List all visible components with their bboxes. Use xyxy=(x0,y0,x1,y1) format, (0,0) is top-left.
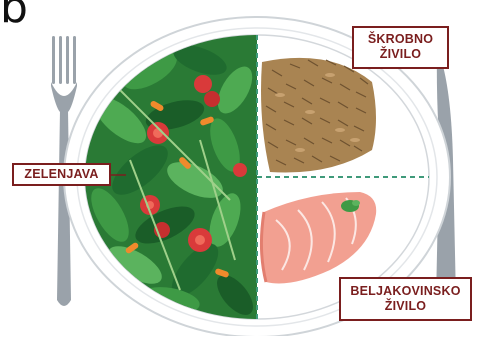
label-protein-line2: ŽIVILO xyxy=(341,299,470,314)
label-protein-food: BELJAKOVINSKO ŽIVILO xyxy=(339,277,472,321)
label-starch-food: ŠKROBNO ŽIVILO xyxy=(352,26,449,69)
panel-letter: b xyxy=(0,0,28,30)
label-starch-line2: ŽIVILO xyxy=(354,47,447,62)
label-vegetables-text: ZELENJAVA xyxy=(14,167,109,182)
label-vegetables: ZELENJAVA xyxy=(12,163,111,186)
label-starch-line1: ŠKROBNO xyxy=(354,32,447,47)
grain-illustration xyxy=(261,58,376,173)
label-protein-line1: BELJAKOVINSKO xyxy=(341,284,470,299)
